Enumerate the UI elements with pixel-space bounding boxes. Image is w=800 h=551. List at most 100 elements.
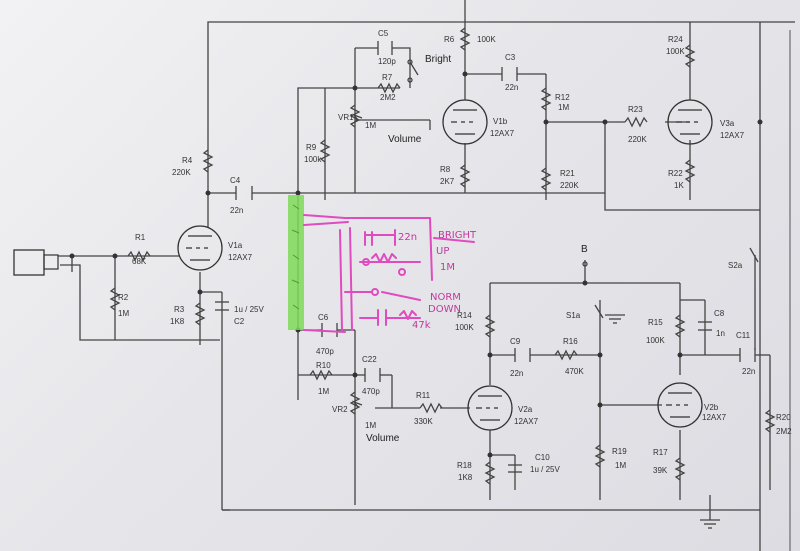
handwritten-note-47k: 47k xyxy=(412,320,431,331)
label-r2: R2 xyxy=(118,293,129,302)
wires xyxy=(58,0,795,551)
label-r14: R14 xyxy=(457,311,472,320)
label-c5-value: 120p xyxy=(378,57,396,66)
label-volume-1: Volume xyxy=(388,134,422,145)
label-v2b: V2b xyxy=(704,403,719,412)
label-v2b-type: 12AX7 xyxy=(702,413,727,422)
green-highlight xyxy=(288,195,304,330)
label-c9: C9 xyxy=(510,337,521,346)
handwritten-note-22n: 22n xyxy=(398,232,417,243)
label-r1: R1 xyxy=(135,233,146,242)
label-r3: R3 xyxy=(174,305,185,314)
label-r10-value: 1M xyxy=(318,387,329,396)
label-supply-b: B xyxy=(581,244,588,255)
handwritten-note-up: UP xyxy=(436,246,449,257)
label-v3a-type: 12AX7 xyxy=(720,131,745,140)
input-jack xyxy=(13,249,59,276)
label-r10: R10 xyxy=(316,361,331,370)
label-r17: R17 xyxy=(653,448,668,457)
label-r21: R21 xyxy=(560,169,575,178)
label-c6: C6 xyxy=(318,313,329,322)
label-r24: R24 xyxy=(668,35,683,44)
label-r9-value: 100k xyxy=(304,155,322,164)
label-r11: R11 xyxy=(416,391,431,400)
label-r2-value: 1M xyxy=(118,309,129,318)
label-v2a: V2a xyxy=(518,405,533,414)
label-c2: C2 xyxy=(234,317,245,326)
label-vr2-value: 1M xyxy=(365,421,376,430)
label-r23-value: 220K xyxy=(628,135,647,144)
label-c9-value: 22n xyxy=(510,369,523,378)
label-r16-value: 470K xyxy=(565,367,584,376)
label-r22: R22 xyxy=(668,169,683,178)
label-r6-value: 100K xyxy=(477,35,496,44)
label-r4: R4 xyxy=(182,156,193,165)
capacitors xyxy=(215,41,756,473)
label-c3-value: 22n xyxy=(505,83,518,92)
label-vr2: VR2 xyxy=(332,405,348,414)
label-r21-value: 220K xyxy=(560,181,579,190)
label-vr1-value: 1M xyxy=(365,121,376,130)
label-r20-value: 2M2 xyxy=(776,427,792,436)
label-c8: C8 xyxy=(714,309,725,318)
label-r16: R16 xyxy=(563,337,578,346)
label-c2-value: 1u / 25V xyxy=(234,305,264,314)
label-r20: R20 xyxy=(776,413,791,422)
junction-dots xyxy=(69,71,763,458)
potentiometers xyxy=(349,104,363,415)
label-v3a: V3a xyxy=(720,119,735,128)
label-r15-value: 100K xyxy=(646,336,665,345)
label-c22-value: 470p xyxy=(362,387,380,396)
label-r12-value: 1M xyxy=(558,103,569,112)
label-r7-value: 2M2 xyxy=(380,93,396,102)
label-r9: R9 xyxy=(306,143,317,152)
resistors xyxy=(109,27,776,485)
label-c10-value: 1u / 25V xyxy=(530,465,560,474)
handwritten-note-bright: BRIGHT xyxy=(438,230,477,241)
label-c4: C4 xyxy=(230,176,241,185)
label-r14-value: 100K xyxy=(455,323,474,332)
label-c10: C10 xyxy=(535,453,550,462)
label-vr1: VR1 xyxy=(338,113,354,122)
label-c3: C3 xyxy=(505,53,516,62)
grounds xyxy=(582,260,720,529)
label-s1a: S1a xyxy=(566,311,581,320)
switches xyxy=(407,59,759,319)
label-r8-value: 2K7 xyxy=(440,177,455,186)
label-v1b: V1b xyxy=(493,117,508,126)
label-r3-value: 1K8 xyxy=(170,317,185,326)
label-r24-value: 100K xyxy=(666,47,685,56)
label-c4-value: 22n xyxy=(230,206,243,215)
label-v2a-type: 12AX7 xyxy=(514,417,539,426)
label-r11-value: 330K xyxy=(414,417,433,426)
label-r12: R12 xyxy=(555,93,570,102)
label-bright: Bright xyxy=(425,54,451,65)
handwritten-note-1m: 1M xyxy=(440,262,455,273)
label-c11: C11 xyxy=(736,331,751,340)
label-c8-value: 1n xyxy=(716,329,725,338)
label-r7: R7 xyxy=(382,73,393,82)
components xyxy=(13,27,776,529)
label-s2a: S2a xyxy=(728,261,743,270)
green-hatch xyxy=(291,204,300,310)
label-volume-2: Volume xyxy=(366,433,400,444)
label-r1-value: 68K xyxy=(132,257,147,266)
label-r15: R15 xyxy=(648,318,663,327)
handwritten-note-down: DOWN xyxy=(428,304,461,315)
label-v1b-type: 12AX7 xyxy=(490,129,515,138)
label-r18-value: 1K8 xyxy=(458,473,473,482)
label-r22-value: 1K xyxy=(674,181,684,190)
label-r17-value: 39K xyxy=(653,466,668,475)
label-r6: R6 xyxy=(444,35,455,44)
handwritten-note-norm: NORM xyxy=(430,292,461,303)
tubes xyxy=(177,99,713,431)
label-c6-value: 470p xyxy=(316,347,334,356)
label-c5: C5 xyxy=(378,29,389,38)
label-r4-value: 220K xyxy=(172,168,191,177)
label-c22: C22 xyxy=(362,355,377,364)
label-r18: R18 xyxy=(457,461,472,470)
label-r8: R8 xyxy=(440,165,451,174)
label-c11-value: 22n xyxy=(742,367,755,376)
